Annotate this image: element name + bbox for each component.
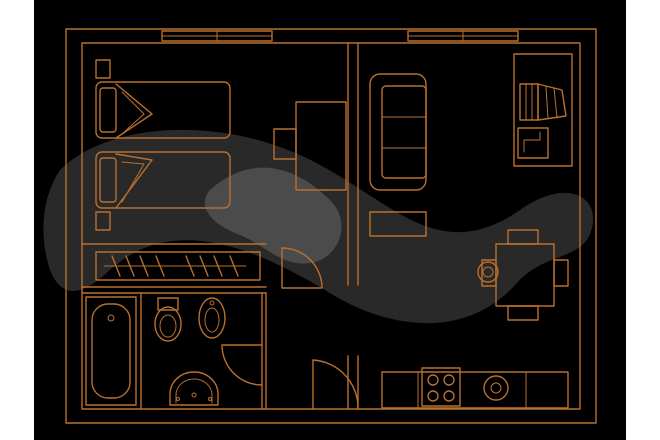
dresser	[513, 53, 573, 167]
burner	[443, 374, 455, 386]
hanger	[155, 255, 165, 277]
hanger	[213, 255, 223, 277]
hanger	[111, 255, 121, 277]
kitchen-counter	[381, 367, 569, 409]
dining-chair	[507, 305, 539, 321]
twin-bed	[95, 151, 231, 209]
washbasin-tap	[176, 397, 180, 401]
toilet	[154, 297, 182, 342]
desk-chair	[273, 128, 297, 160]
dining-chair	[481, 259, 497, 287]
pillow	[99, 157, 117, 203]
watermark-swirl	[43, 129, 594, 324]
dining-chair-person	[477, 261, 499, 283]
dining-chair	[507, 229, 539, 245]
walls	[65, 28, 597, 424]
bidet-tap	[209, 300, 215, 306]
sink	[483, 375, 509, 401]
bathtub-drain	[107, 314, 115, 322]
dining-set	[477, 229, 569, 321]
blanket-fold	[115, 83, 153, 139]
sofa-seat	[381, 85, 427, 179]
floor-plan-drawing	[43, 28, 597, 424]
bidet-inner	[204, 307, 220, 333]
bathroom	[85, 296, 226, 406]
nightstand	[95, 211, 111, 231]
bathtub-inner	[91, 303, 131, 399]
washbasin-tap	[208, 397, 212, 401]
hanger	[229, 255, 239, 277]
counter	[381, 371, 569, 409]
windows	[161, 30, 519, 42]
bedroom-door	[281, 247, 323, 289]
bidet-bowl	[198, 297, 226, 339]
bathtub	[85, 296, 137, 406]
plan-lines	[65, 28, 597, 424]
sofa	[369, 73, 427, 191]
dining-chair	[553, 259, 569, 287]
dresser-lamp	[517, 127, 549, 159]
entrance-door	[312, 359, 359, 410]
coffee-table	[369, 211, 427, 237]
book-line	[545, 85, 549, 120]
doors	[221, 247, 359, 410]
book-line	[553, 87, 558, 119]
stove	[421, 367, 461, 407]
bathroom-door	[221, 344, 263, 386]
bed-frame	[95, 81, 231, 139]
bed-frame	[95, 151, 231, 209]
burner	[443, 390, 455, 402]
washbasin-bowl	[169, 371, 219, 406]
dining-chair-person-head	[482, 266, 494, 278]
hanger	[139, 255, 149, 277]
books	[519, 83, 539, 121]
wardrobe-with-hangers	[95, 251, 261, 281]
twin-bed	[95, 81, 231, 139]
bedroom	[95, 59, 347, 281]
hangers	[111, 255, 239, 277]
burner	[427, 374, 439, 386]
toilet-seat	[159, 314, 177, 338]
toilet-bowl	[154, 306, 182, 342]
book-fan	[537, 83, 567, 121]
washbasin	[169, 371, 219, 406]
floor-plan	[34, 0, 626, 440]
pillow	[99, 87, 117, 133]
hanger	[185, 255, 195, 277]
bathtub-outer	[85, 296, 137, 406]
blanket-fold-inner	[121, 91, 145, 135]
lamp-arm	[523, 131, 541, 153]
wardrobe	[95, 251, 261, 281]
hanger	[125, 255, 135, 277]
burner	[427, 390, 439, 402]
washbasin-drain	[191, 392, 197, 398]
washbasin-inner	[175, 378, 213, 404]
sink-drain	[490, 382, 502, 394]
toilet-tank	[157, 297, 179, 311]
living-kitchen	[369, 53, 573, 409]
blanket-fold-inner	[121, 161, 145, 203]
watermark-swirl-inner	[204, 167, 342, 264]
sofa-body	[369, 73, 427, 191]
hanger	[199, 255, 209, 277]
bidet	[198, 297, 226, 339]
dresser-with-books	[513, 53, 573, 167]
nightstand	[95, 59, 111, 79]
outer-wall-outer	[65, 28, 597, 424]
swirl-logo-watermark	[43, 129, 594, 324]
outer-wall-inner	[81, 42, 581, 410]
